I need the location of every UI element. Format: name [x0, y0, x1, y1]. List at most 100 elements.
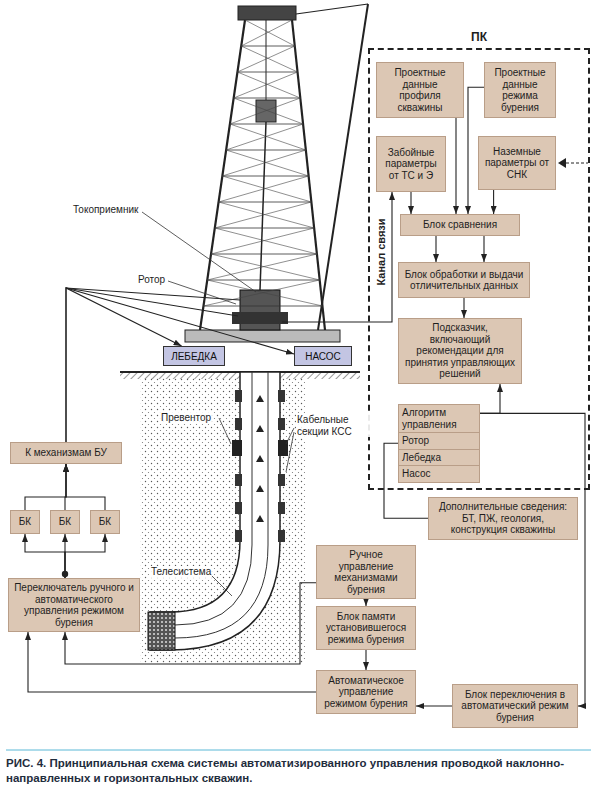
flow-arrow [256, 485, 264, 492]
region-title: ПК [370, 30, 588, 44]
part-label: Токоприемник [72, 204, 139, 216]
box-text: БК [15, 516, 35, 528]
box-text: Ротор [399, 432, 479, 449]
box-text: Дополнительные сведения: БТ, ПЖ, геологи… [433, 501, 573, 536]
lattice-brace [230, 98, 300, 124]
connector [480, 384, 500, 413]
lattice-beam [226, 150, 306, 151]
lattice-brace [207, 280, 322, 306]
cable-section [278, 530, 285, 542]
box-text: Проектные данные режима бурения [489, 67, 551, 113]
channel-label: Канал связи [375, 217, 388, 286]
lattice-brace [215, 228, 317, 254]
cable-section [235, 530, 242, 542]
process-box: БК [10, 510, 40, 534]
box-text: К механизмам БУ [15, 447, 117, 459]
lattice-brace [241, 20, 292, 46]
box-text: Забойные параметры от ТС и Э [381, 147, 441, 182]
wellbore [148, 372, 288, 650]
box-text: Ручное управление механизмами бурения [321, 549, 411, 595]
lattice-brace [226, 150, 308, 176]
process-box: БК [50, 510, 80, 534]
lattice-beam [215, 228, 314, 229]
process-box: Проектные данные профиля скважины [376, 62, 464, 118]
connector [410, 192, 411, 214]
cable-section [278, 502, 285, 514]
process-box: Забойные параметры от ТС и Э [376, 136, 446, 192]
connector [66, 464, 105, 510]
preventer [232, 440, 242, 456]
lattice-beam [219, 202, 312, 203]
input-line [566, 163, 588, 164]
process-box: Блок памяти установившегося режима бурен… [316, 606, 416, 650]
lattice-brace [219, 202, 315, 228]
process-box: К механизмам БУ [10, 442, 122, 464]
connector [455, 118, 456, 214]
leader-line [210, 574, 232, 596]
box-text: Переключатель ручного и автоматического … [13, 582, 135, 628]
connector [28, 632, 316, 692]
box-text: Автоматическое управление режимом бурени… [321, 675, 411, 710]
connector [365, 650, 366, 670]
lattice-brace [241, 46, 297, 72]
connector [25, 464, 66, 510]
connector [65, 534, 105, 578]
connector [463, 298, 464, 318]
lattice-beam [230, 124, 303, 125]
flow-arrow [256, 395, 264, 402]
lattice-beam [207, 280, 319, 281]
lattice-brace [245, 20, 295, 46]
connector [416, 705, 452, 706]
lattice-brace [237, 46, 294, 72]
lattice-beam [222, 176, 308, 177]
lattice-brace [234, 98, 303, 124]
flow-arrow [256, 425, 264, 432]
box-text: НАСОС [298, 351, 348, 362]
lattice-brace [215, 202, 312, 228]
figure-caption: РИС. 4. Принципиальная схема системы авт… [6, 756, 591, 786]
pc-region: Проектные данные профиля скважины Проектн… [368, 48, 590, 490]
derrick [200, 4, 368, 330]
channel-line [282, 192, 392, 322]
lattice-brace [203, 280, 319, 306]
connector [25, 534, 65, 578]
lattice-beam [211, 254, 317, 255]
process-box: Ручное управление механизмами бурения [316, 545, 416, 599]
lattice-beam [203, 306, 322, 307]
cable-section [235, 390, 242, 402]
process-box: БК [90, 510, 120, 534]
lattice-brace [234, 72, 298, 98]
lattice-brace [222, 150, 305, 176]
cable-section [235, 474, 242, 486]
lattice-brace [226, 124, 303, 150]
part-label: Телесистема [150, 566, 212, 578]
cable-section [235, 502, 242, 514]
cable-section [278, 390, 285, 402]
lattice-beam [241, 46, 295, 47]
algorithm-box: Алгоритм управленияРоторЛебедкаНасос [398, 404, 480, 483]
process-box: Блок переключения в автоматический режим… [452, 684, 578, 728]
connector [483, 236, 484, 262]
connector [66, 288, 294, 442]
rig-repeats [203, 20, 322, 542]
lattice-brace [230, 124, 306, 150]
connector [435, 236, 436, 262]
box-text: Лебедка [399, 449, 479, 466]
box-text: Блок переключения в автоматический режим… [457, 689, 573, 724]
caption-rule [6, 750, 591, 751]
cable-section [278, 474, 285, 486]
part-label: Превентор [160, 412, 212, 424]
leader-line [168, 281, 236, 304]
process-box: Блок обработки и выдачи отличительных да… [398, 262, 530, 298]
box-text: ЛЕБЕДКА [167, 351, 221, 362]
box-text: Блок сравнения [405, 219, 515, 231]
box-text: Наземные параметры от СНК [483, 146, 551, 181]
lattice-brace [237, 72, 300, 98]
fan-lines [66, 288, 240, 316]
process-box: Подсказчик, включающий рекомендации для … [398, 318, 522, 384]
connector [493, 190, 494, 214]
lattice-brace [211, 228, 314, 254]
equipment-box: ЛЕБЕДКА [163, 346, 225, 366]
equipment-box: НАСОС [294, 346, 352, 366]
